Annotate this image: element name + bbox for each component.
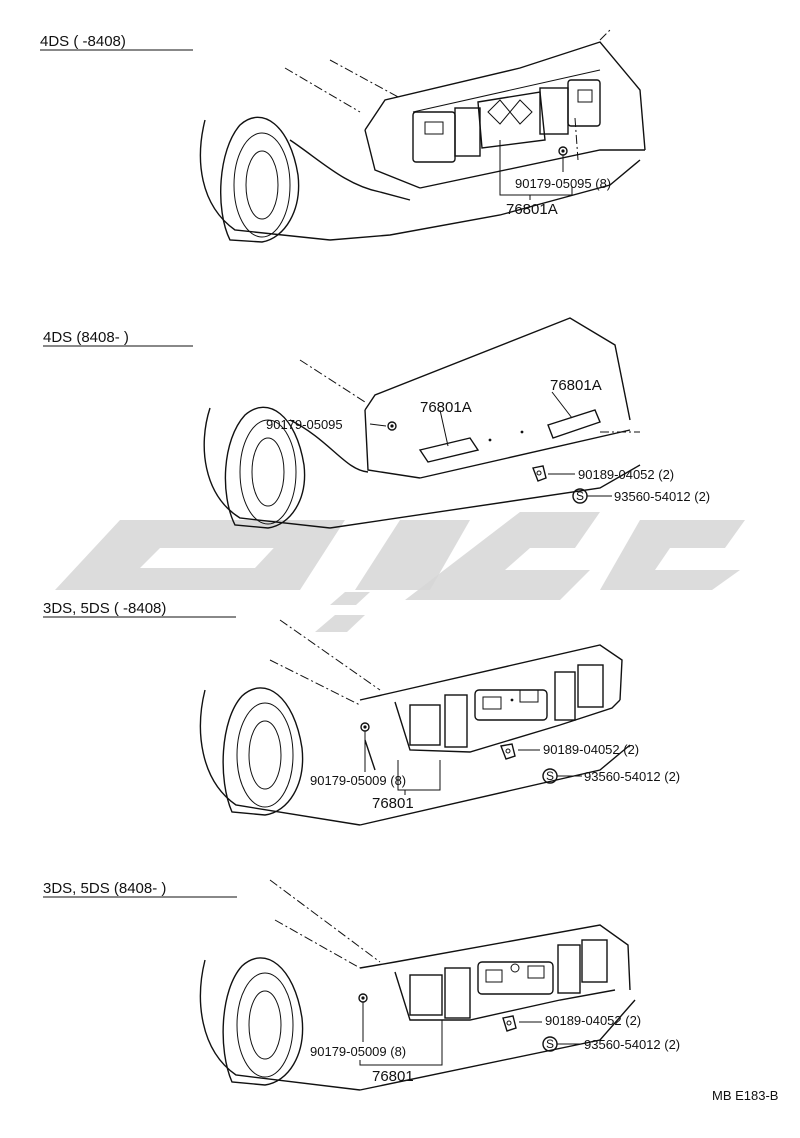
section-3-seal: S <box>542 768 558 784</box>
section-2: 4DS (8408- ) <box>43 317 710 529</box>
watermark-logo <box>55 512 745 632</box>
section-4-label-clip: 90189-04052 (2) <box>545 1013 641 1028</box>
section-2-label-seal: 93560-54012 (2) <box>614 489 710 504</box>
section-3-leaders <box>364 731 582 795</box>
section-4-seal-symbol: S <box>546 1037 554 1051</box>
section-3-seal-symbol: S <box>546 769 554 783</box>
section-3-clip <box>500 743 516 760</box>
section-4-label-seal: 93560-54012 (2) <box>584 1037 680 1052</box>
section-3: 3DS, 5DS ( -8408) <box>43 600 680 826</box>
section-2-leaders <box>369 391 612 497</box>
section-2-nut <box>387 421 397 431</box>
section-1-car-body <box>199 29 646 243</box>
section-1-label-garnish: 76801A <box>506 201 558 218</box>
section-1-label-nut: 90179-05095 (8) <box>515 176 611 191</box>
section-4-nut <box>358 993 368 1003</box>
section-1: 4DS ( -8408) <box>40 29 646 243</box>
section-4-label-nut: 90179-05009 (8) <box>310 1044 406 1059</box>
section-2-label-clip: 90189-04052 (2) <box>578 467 674 482</box>
footer-code: MB E183-B <box>712 1088 778 1103</box>
section-3-label-garnish: 76801 <box>372 795 414 812</box>
section-2-clip <box>532 465 547 482</box>
section-4: 3DS, 5DS (8408- ) <box>43 879 680 1091</box>
section-2-label-nut: 90179-05095 <box>266 417 343 432</box>
section-3-label-seal: 93560-54012 (2) <box>584 769 680 784</box>
section-2-seal: S <box>572 488 588 504</box>
section-3-nut <box>360 722 370 732</box>
section-3-label-clip: 90189-04052 (2) <box>543 742 639 757</box>
section-3-car-body <box>199 619 631 826</box>
section-4-header: 3DS, 5DS (8408- ) <box>43 880 166 897</box>
section-2-car-body <box>203 317 641 529</box>
section-3-header: 3DS, 5DS ( -8408) <box>43 600 166 617</box>
section-4-label-garnish: 76801 <box>372 1068 414 1085</box>
section-4-leaders <box>359 1002 582 1066</box>
section-2-header: 4DS (8408- ) <box>43 329 129 346</box>
section-2-seal-symbol: S <box>576 489 584 503</box>
section-4-car-body <box>199 879 636 1091</box>
section-1-leaders <box>499 117 579 200</box>
section-2-label-garnish-right: 76801A <box>550 377 602 394</box>
section-3-label-nut: 90179-05009 (8) <box>310 773 406 788</box>
section-1-nut <box>558 146 568 156</box>
section-4-clip <box>502 1015 517 1032</box>
section-4-seal: S <box>542 1036 558 1052</box>
section-1-header: 4DS ( -8408) <box>40 33 126 50</box>
section-2-label-garnish-left: 76801A <box>420 399 472 416</box>
